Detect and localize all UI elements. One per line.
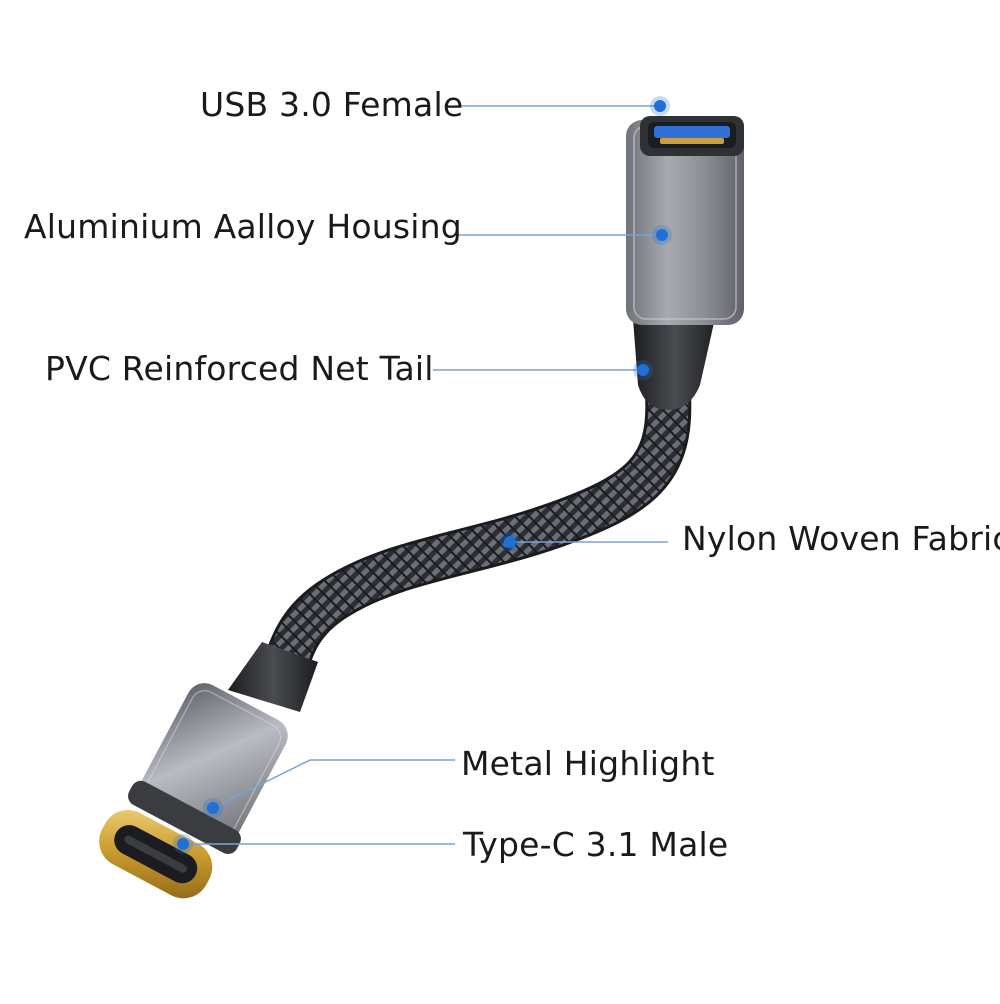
callout-usb-female: USB 3.0 Female — [200, 85, 464, 124]
callout-housing: Aluminium Aalloy Housing — [24, 207, 462, 246]
type-c-gold-plug — [99, 810, 213, 899]
callout-type-c: Type-C 3.1 Male — [463, 825, 729, 864]
usb-female-housing — [626, 116, 744, 325]
leader-lines — [183, 105, 668, 845]
callout-tail: PVC Reinforced Net Tail — [45, 349, 434, 388]
leader-line-metal — [212, 759, 455, 809]
callout-metal-highlight: Metal Highlight — [461, 744, 715, 783]
callout-nylon: Nylon Woven Fabric — [682, 519, 1000, 558]
type-c-housing — [128, 683, 288, 854]
top-pvc-tail — [632, 305, 718, 410]
marker-dots — [173, 96, 672, 854]
bottom-pvc-tail — [228, 642, 318, 712]
